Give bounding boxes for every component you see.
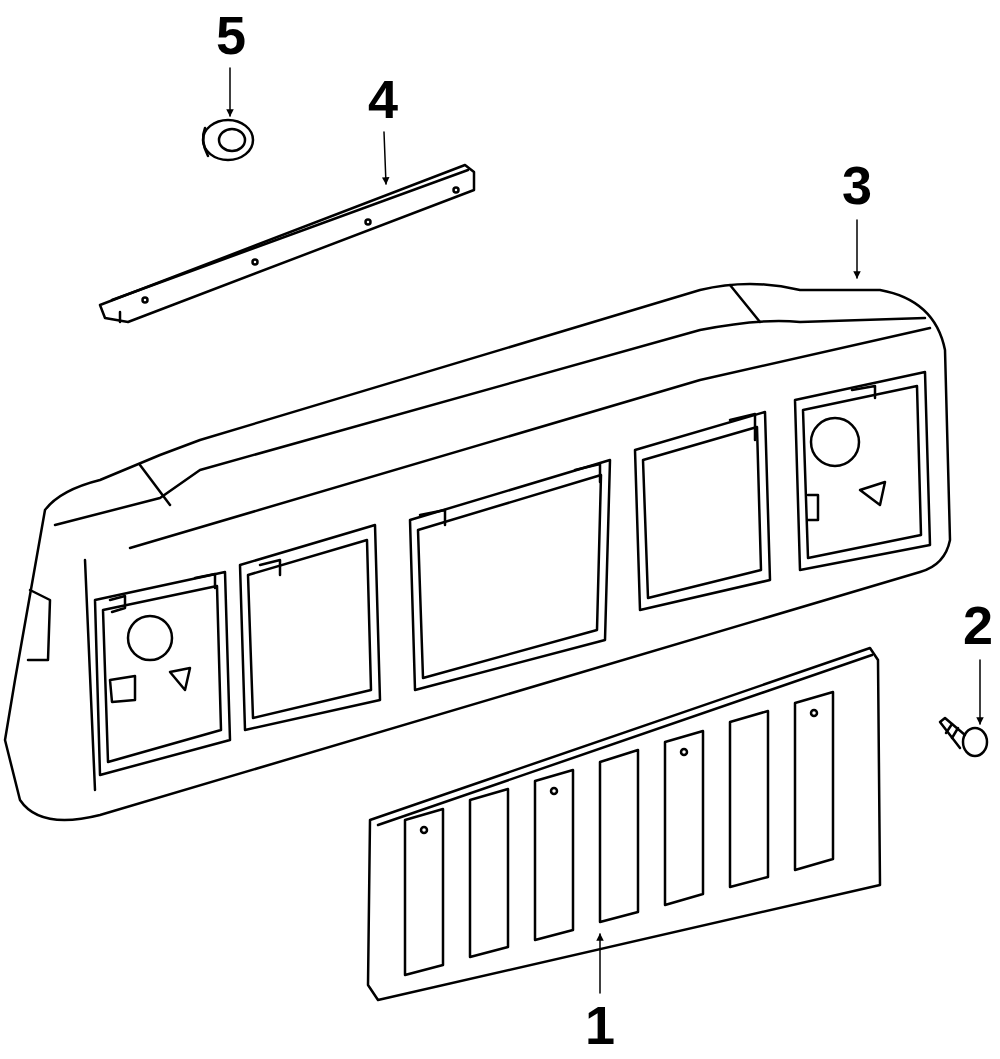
grommet: [203, 120, 253, 160]
callout-number: 3: [842, 158, 872, 212]
callout-number: 4: [368, 72, 398, 126]
callout-number: 5: [216, 8, 246, 62]
bracket: [100, 165, 474, 322]
callout-number: 2: [963, 598, 993, 652]
grille: [368, 648, 880, 1000]
callout-number: 1: [585, 998, 615, 1052]
leader-lines: [230, 68, 980, 993]
